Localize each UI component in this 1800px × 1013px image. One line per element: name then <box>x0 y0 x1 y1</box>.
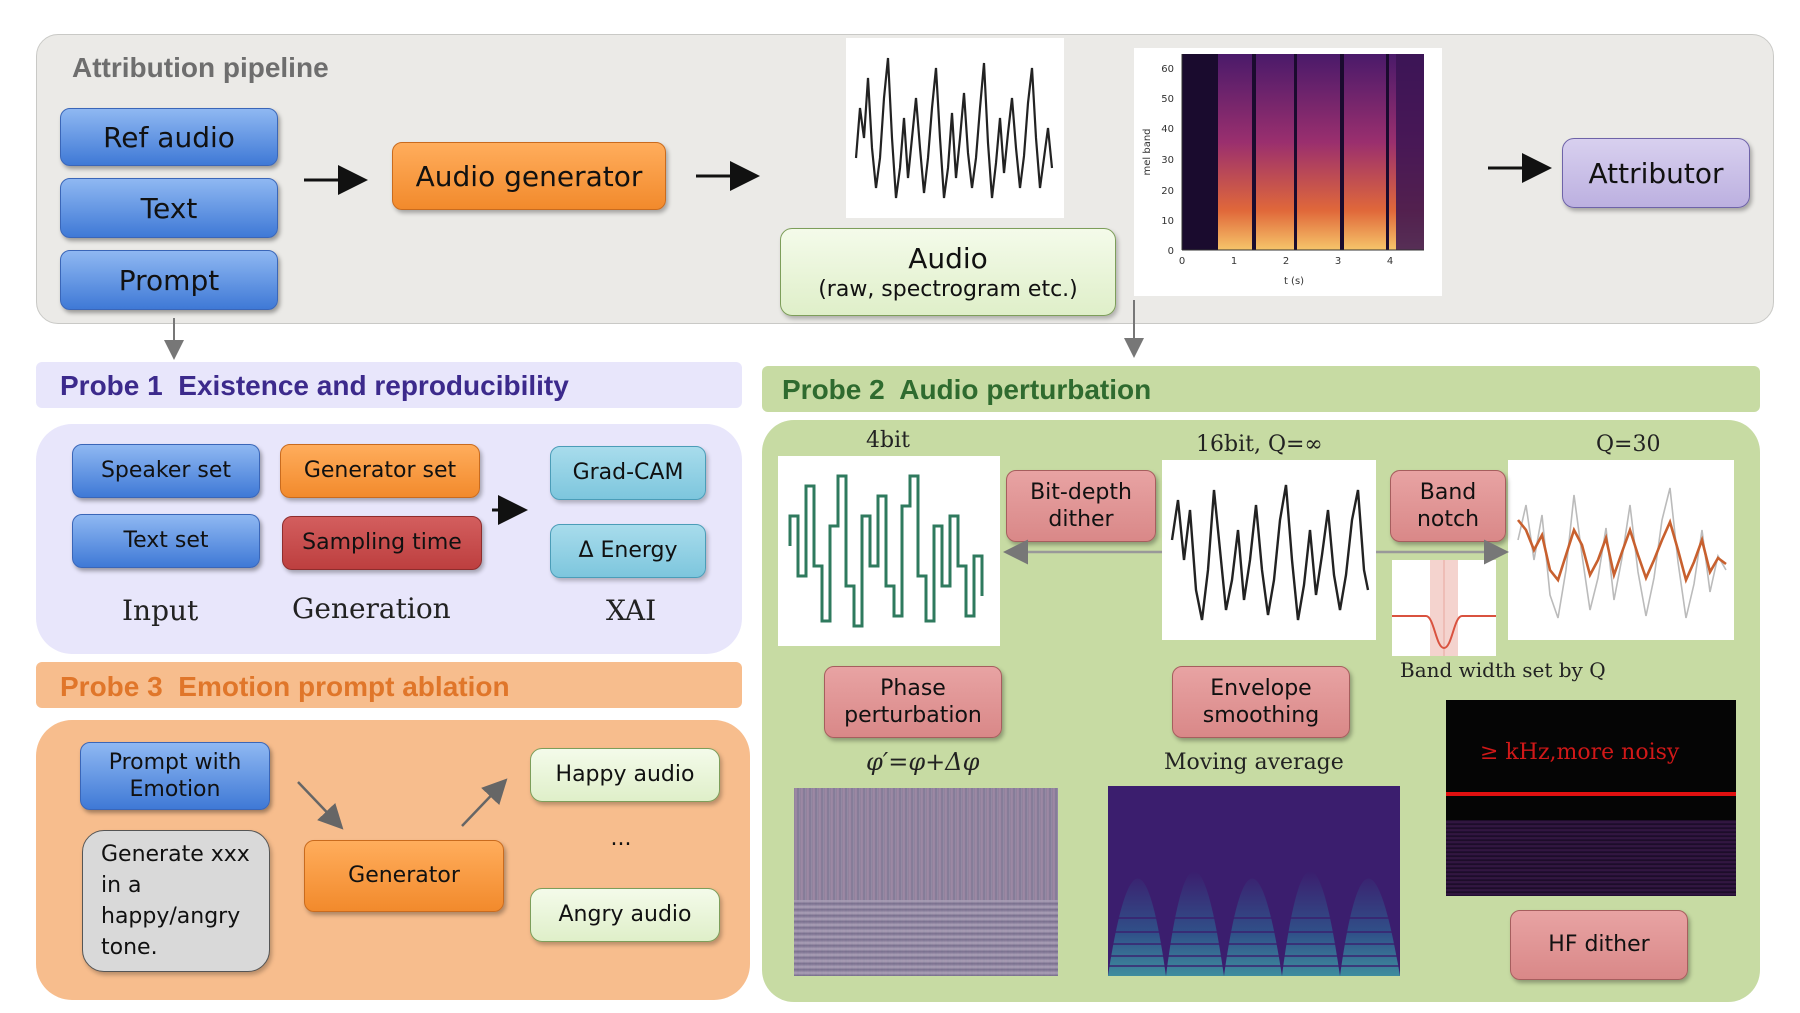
spec-xtick: 0 <box>1179 256 1185 267</box>
waveform-q30 <box>1508 460 1734 640</box>
probe3-header <box>36 662 742 708</box>
ref-audio-box: Ref audio <box>60 108 278 166</box>
waveform-4bit <box>778 456 1000 646</box>
band-notch-box: Band notch <box>1390 470 1506 542</box>
band-width-label: Band width set by Q <box>1400 658 1606 682</box>
spec-ylabel: mel band <box>1142 128 1153 175</box>
prompt-box: Prompt <box>60 250 278 310</box>
prompt-emotion-box: Prompt with Emotion <box>80 742 270 810</box>
gradcam-box: Grad-CAM <box>550 446 706 500</box>
spectrogram-axis <box>1181 54 1424 251</box>
pipeline-spectrogram: 0 10 20 30 40 50 60 0 1 2 3 4 t (s) mel … <box>1134 48 1442 296</box>
spec-xtick: 1 <box>1231 256 1237 267</box>
sampling-time-box: Sampling time <box>282 516 482 570</box>
probe3-title: Probe 3 Emotion prompt ablation <box>60 671 510 702</box>
pipeline-title: Attribution pipeline <box>72 52 329 83</box>
band-notch-plot <box>1392 560 1496 656</box>
phase-spectrogram <box>794 788 1058 976</box>
phase-perturbation-box: Phase perturbation <box>824 666 1002 738</box>
moving-average-label: Moving average <box>1164 750 1344 775</box>
hf-cutoff-line <box>1446 792 1736 796</box>
hf-noise-band <box>1446 820 1736 896</box>
spec-ytick: 30 <box>1161 155 1174 166</box>
spec-ytick: 40 <box>1161 124 1174 135</box>
pipeline-waveform <box>846 38 1064 218</box>
spec-ytick: 0 <box>1168 246 1174 257</box>
angry-audio-box: Angry audio <box>530 888 720 942</box>
audio-sublabel: (raw, spectrogram etc.) <box>818 276 1078 302</box>
hf-dither-box: HF dither <box>1510 910 1688 980</box>
spec-ytick: 20 <box>1161 186 1174 197</box>
generate-text-box: Generate xxx in a happy/angry tone. <box>82 830 270 972</box>
label-4bit: 4bit <box>866 428 910 453</box>
probe3-generator-box: Generator <box>304 840 504 912</box>
col-input-label: Input <box>122 594 199 627</box>
hf-text: ≥ kHz,more noisy <box>1480 740 1680 765</box>
happy-audio-box: Happy audio <box>530 748 720 802</box>
generator-set-box: Generator set <box>280 444 480 498</box>
audio-generator-box: Audio generator <box>392 142 666 210</box>
probe2-title: Probe 2 Audio perturbation <box>782 374 1152 405</box>
probe1-title: Probe 1 Existence and reproducibility <box>60 370 569 401</box>
audio-box: Audio (raw, spectrogram etc.) <box>780 228 1116 316</box>
spec-ytick: 60 <box>1161 64 1174 75</box>
spec-ytick: 50 <box>1161 94 1174 105</box>
label-q30: Q=30 <box>1596 432 1661 457</box>
envelope-smoothing-box: Envelope smoothing <box>1172 666 1350 738</box>
text-set-box: Text set <box>72 514 260 568</box>
waveform-16bit <box>1162 460 1376 640</box>
audio-label: Audio <box>908 241 988 275</box>
speaker-set-box: Speaker set <box>72 444 260 498</box>
label-16bit: 16bit, Q=∞ <box>1196 432 1323 457</box>
energy-box: Δ Energy <box>550 524 706 578</box>
envelope-spectrogram <box>1108 786 1400 976</box>
spec-xtick: 4 <box>1387 256 1393 267</box>
col-xai-label: XAI <box>606 594 657 627</box>
probe2-header <box>762 366 1760 412</box>
hf-dither-image: ≥ kHz,more noisy <box>1446 700 1736 896</box>
col-generation-label: Generation <box>292 592 451 625</box>
bit-depth-dither-box: Bit-depth dither <box>1006 470 1156 542</box>
attributor-box: Attributor <box>1562 138 1750 208</box>
spec-xtick: 3 <box>1335 256 1341 267</box>
spec-xlabel: t (s) <box>1284 276 1304 287</box>
text-box: Text <box>60 178 278 238</box>
spec-xtick: 2 <box>1283 256 1289 267</box>
spec-ytick: 10 <box>1161 216 1174 227</box>
phase-formula: φ′=φ+Δφ <box>866 748 980 776</box>
probe1-header <box>36 362 742 408</box>
ellipsis-text: ... <box>610 826 632 852</box>
